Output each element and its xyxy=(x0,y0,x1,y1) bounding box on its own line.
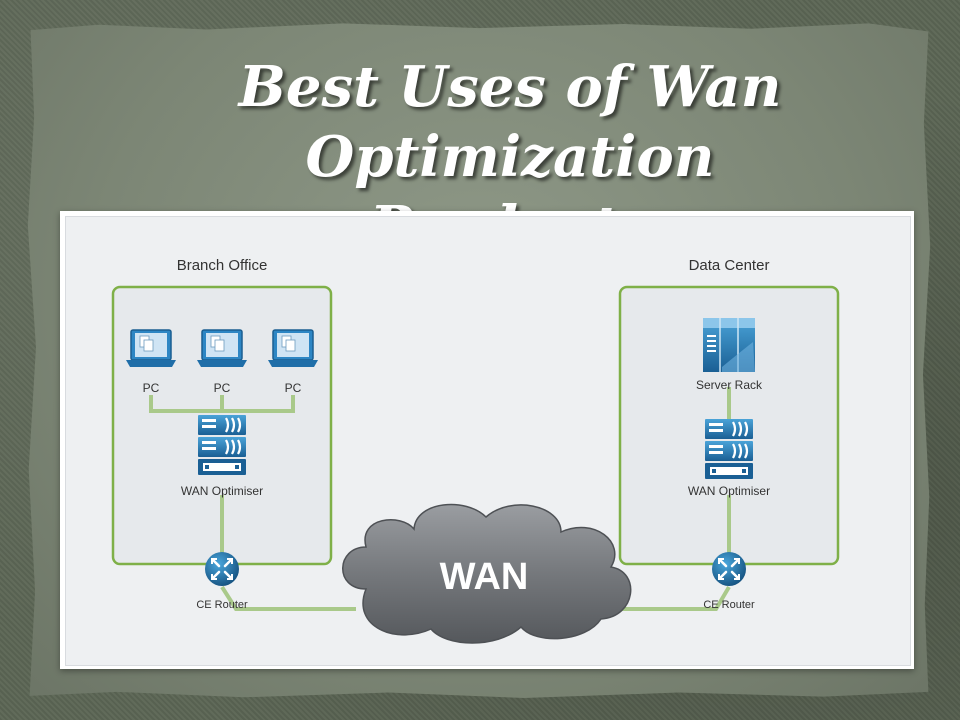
server-rack-icon xyxy=(703,318,755,372)
pc-2-label: PC xyxy=(214,381,231,395)
branch-wan-optimiser-label: WAN Optimiser xyxy=(181,484,263,498)
diagram-frame: Branch Office Data Center PC PC PC xyxy=(60,211,914,669)
pc-1-icon xyxy=(125,329,177,368)
dc-ce-router-icon xyxy=(710,550,748,588)
data-center-label: Data Center xyxy=(689,257,770,274)
branch-ce-router-icon xyxy=(203,550,241,588)
server-rack-label: Server Rack xyxy=(696,378,763,392)
pc-1-label: PC xyxy=(143,381,160,395)
branch-wan-optimiser-icon xyxy=(196,413,248,477)
diagram-canvas: Branch Office Data Center PC PC PC xyxy=(65,216,911,666)
pc-2-icon xyxy=(196,329,248,368)
dc-wan-optimiser-icon xyxy=(703,417,755,481)
pc-3-label: PC xyxy=(285,381,302,395)
branch-router-wan-link xyxy=(220,585,356,611)
dc-ce-router-label: CE Router xyxy=(703,599,755,611)
pc-3-icon xyxy=(267,329,319,368)
dc-wan-optimiser-label: WAN Optimiser xyxy=(688,484,770,498)
title-line-1: Best Uses of Wan Optimization xyxy=(238,54,782,190)
wan-label: WAN xyxy=(440,556,529,598)
network-diagram: Branch Office Data Center PC PC PC xyxy=(111,257,840,644)
dc-router-wan-link xyxy=(621,585,731,611)
wan-cloud-icon xyxy=(342,503,632,644)
branch-office-label: Branch Office xyxy=(177,257,268,274)
branch-ce-router-label: CE Router xyxy=(196,599,248,611)
network-links xyxy=(149,387,731,611)
